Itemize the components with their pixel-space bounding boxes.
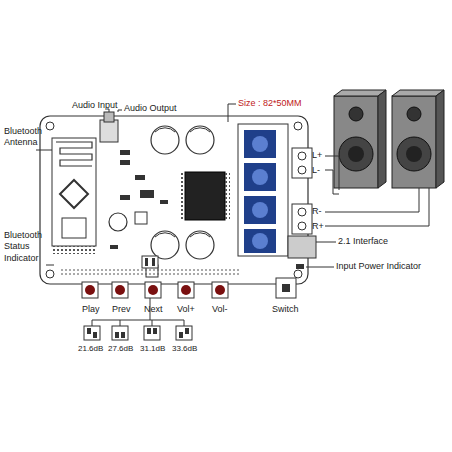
dimension: Size : 82*50MM: [238, 98, 302, 109]
terminal-label: R-: [312, 206, 322, 217]
button-label: Prev: [112, 304, 131, 315]
button-label: Play: [82, 304, 100, 315]
button-label: Vol-: [212, 304, 228, 315]
port-label: 2.1 Interface: [338, 236, 388, 247]
part-label: Bluetooth Antenna: [4, 126, 50, 149]
gain-value: 27.6dB: [108, 344, 133, 354]
gain-value: 21.6dB: [78, 344, 103, 354]
port-label: Audio Input: [72, 100, 118, 111]
part-label: Bluetooth Status Indicator: [4, 230, 46, 264]
terminal-label: R+: [312, 221, 324, 232]
switch-label: Switch: [272, 304, 299, 315]
port-label: Audio Output: [124, 103, 177, 114]
button-label: Next: [144, 304, 163, 315]
gain-value: 31.1dB: [140, 344, 165, 354]
button-label: Vol+: [177, 304, 195, 315]
terminal-label: L-: [312, 165, 320, 176]
gain-value: 33.6dB: [172, 344, 197, 354]
terminal-label: L+: [312, 150, 322, 161]
indicator-label: Input Power Indicator: [336, 261, 421, 272]
